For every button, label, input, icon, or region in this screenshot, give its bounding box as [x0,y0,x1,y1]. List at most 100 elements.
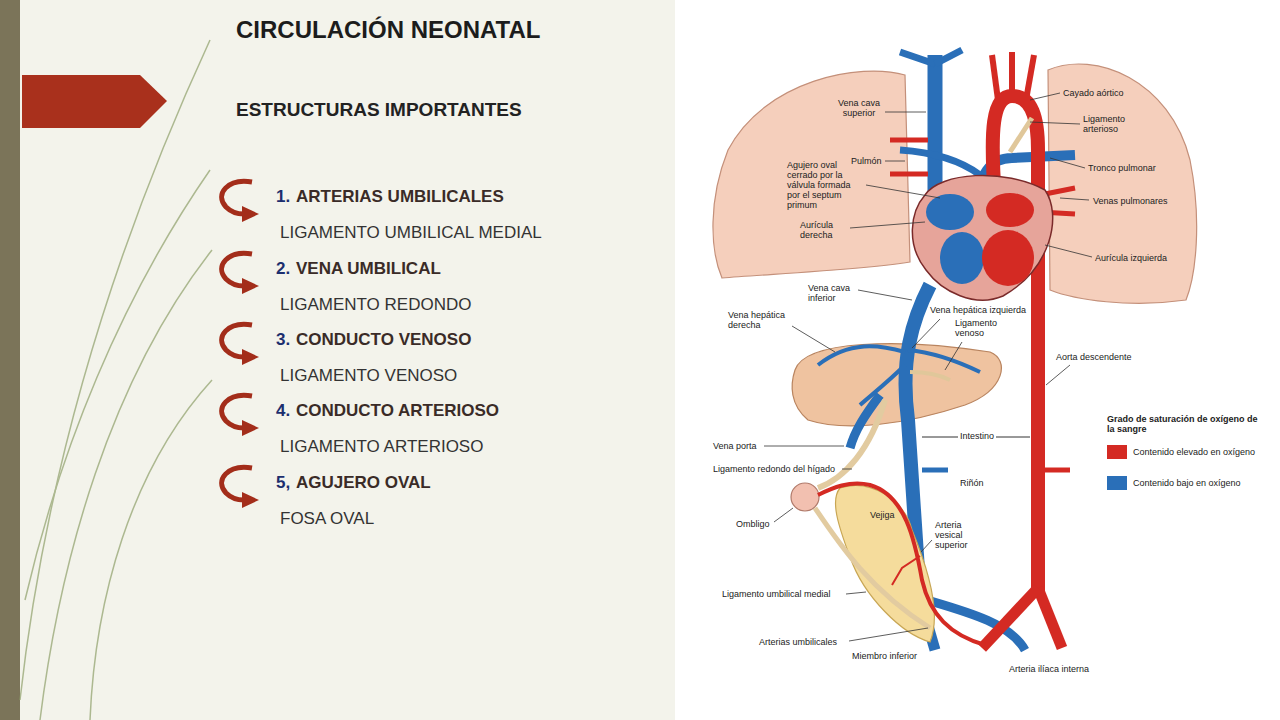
anatomy-label: Riñón [960,478,984,488]
anatomy-label: Ligamento redondo del hígado [713,464,835,474]
leader-line [846,592,866,594]
decor-curve [20,40,210,700]
leader-line [792,326,835,352]
iliac-artery [1038,588,1062,648]
anatomy-label: Arterias umbilicales [759,637,837,647]
slide-subtitle: ESTRUCTURAS IMPORTANTES [236,99,522,121]
superior-vena-cava [928,55,943,200]
list-item-subtitle: LIGAMENTO ARTERIOSO [280,437,483,457]
leader-line [764,446,844,447]
list-item-subtitle: LIGAMENTO VENOSO [280,366,457,386]
curved-arrow-head [242,420,259,436]
legend-text: Contenido elevado en oxígeno [1133,447,1255,457]
pulmonary-vein [890,138,928,143]
round-ligament [818,400,885,488]
anatomy-label: Aurícula izquierda [1095,253,1167,263]
leader-line [842,469,852,470]
ligamentum-arteriosum [1010,118,1032,152]
leader-line [912,319,940,348]
umbilicus [791,483,819,511]
decor-curve [90,380,212,720]
anatomy-label: Ombligo [736,519,770,529]
leader-line [1060,198,1089,200]
list-item-title: CONDUCTO ARTERIOSO [296,401,499,421]
leader-line [1045,245,1092,257]
leader-line [1030,93,1060,100]
decor-curve [25,170,210,600]
vein-branch [935,50,962,64]
legend-title: Grado de saturación de oxígeno de la san… [1107,414,1267,434]
legend-item: Contenido elevado en oxígeno [1107,445,1255,459]
leader-line [774,508,793,522]
anatomy-label: Vejiga [870,510,895,520]
list-number: 1. [276,187,290,207]
anatomy-label: Ligamento venoso [955,318,1005,338]
list-item-title: AGUJERO OVAL [296,473,431,493]
aorta [993,96,1038,592]
left-lung [713,71,910,278]
renal-artery [1045,468,1070,473]
anatomy-label: Venas pulmonares [1093,196,1168,206]
list-number: 5, [276,473,290,493]
liver [792,344,1001,426]
list-number: 2. [276,259,290,279]
leader-line [885,112,926,113]
anatomy-label: Ligamento umbilical medial [722,589,831,599]
anatomy-label: Agujero oval cerrado por la válvula form… [787,160,863,210]
side-bar [0,0,20,720]
anatomy-label: Pulmón [851,156,882,166]
anatomy-label: Vena cava superior [835,98,883,118]
anatomy-label: Intestino [958,431,996,441]
anatomy-label: Arteria vesical superior [935,520,980,550]
leader-line [1050,158,1085,168]
medial-umbilical-ligament [815,508,930,628]
pulmonary-vein [890,172,928,177]
list-item-title: CONDUCTO VENOSO [296,330,471,350]
leader-line [858,290,912,300]
anatomy-label: Miembro inferior [852,651,917,661]
list-icons [222,181,259,508]
right-ventricle [940,232,984,284]
curved-arrow-head [242,349,259,365]
heart [912,175,1052,300]
curved-arrow-head [242,492,259,508]
list-item-title: ARTERIAS UMBILICALES [296,187,504,207]
ligamentum-venosum [910,372,950,380]
anatomy-label: Ligamento arterioso [1083,114,1133,134]
list-number: 4. [276,401,290,421]
leader-line [1046,365,1070,385]
leader-line [1030,122,1080,124]
anatomy-label: Tronco pulmonar [1088,163,1156,173]
legend-swatch [1107,445,1127,459]
anatomy-label: Vena hepática derecha [728,310,790,330]
right-lung [1048,64,1197,303]
slide-title: CIRCULACIÓN NEONATAL [236,16,540,44]
anatomy-label: Vena cava inferior [808,283,856,303]
list-item-subtitle: LIGAMENTO UMBILICAL MEDIAL [280,223,542,243]
leader-line [921,540,932,552]
legend-item: Contenido bajo en oxígeno [1107,476,1241,490]
anatomy-label: Vena porta [713,441,757,451]
anatomy-label: Aorta descendente [1056,352,1132,362]
leader-line [945,342,962,370]
hepatic-vein [818,346,905,365]
anatomy-label: Cayado aórtico [1063,88,1124,98]
anatomy-label: Arteria ilíaca interna [1009,664,1089,674]
legend-text: Contenido bajo en oxígeno [1133,478,1241,488]
leader-line [850,222,925,228]
anatomy-label: Vena hepática izquierda [930,305,1026,315]
leader-line [866,185,940,198]
umbilical-artery [818,483,985,645]
renal-vein [922,468,948,473]
legend-swatch [1107,476,1127,490]
right-panel [675,0,1280,720]
vein-branch [900,52,935,64]
right-atrium [926,194,974,230]
leader-line [849,628,928,641]
list-number: 3. [276,330,290,350]
list-item-title: VENA UMBILICAL [296,259,441,279]
list-item-subtitle: LIGAMENTO REDONDO [280,295,471,315]
list-item-subtitle: FOSA OVAL [280,509,374,529]
decor-curve [40,250,212,720]
